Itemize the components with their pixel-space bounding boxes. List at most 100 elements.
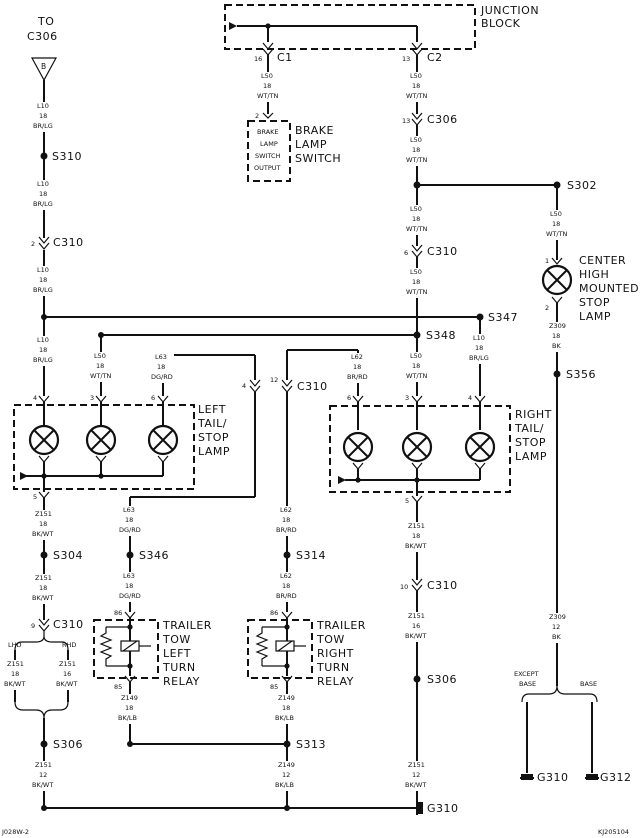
svg-text:BK/WT: BK/WT bbox=[405, 542, 426, 550]
wire-l50-r4: L50 18 WT/TN bbox=[405, 268, 429, 298]
svg-text:WT/TN: WT/TN bbox=[406, 156, 428, 164]
svg-text:L50: L50 bbox=[410, 72, 422, 80]
left-lamp-label: LEFT TAIL/ STOP LAMP bbox=[197, 403, 230, 458]
svg-text:85: 85 bbox=[114, 683, 122, 691]
svg-text:3: 3 bbox=[90, 394, 94, 402]
svg-text:16: 16 bbox=[412, 622, 420, 630]
ground-g312: G312 bbox=[600, 771, 632, 784]
ground-g310-a: G310 bbox=[537, 771, 569, 784]
svg-text:18: 18 bbox=[39, 584, 47, 592]
svg-text:9: 9 bbox=[31, 622, 35, 630]
svg-text:10: 10 bbox=[400, 583, 408, 591]
svg-text:TO: TO bbox=[37, 15, 54, 28]
wire-l10-right: L10 18 BR/LG bbox=[468, 334, 492, 364]
svg-text:TURN: TURN bbox=[162, 661, 196, 674]
wire-l50-r3: L50 18 WT/TN bbox=[405, 205, 429, 235]
svg-text:BK/LB: BK/LB bbox=[275, 714, 294, 722]
splice-s310: S310 bbox=[52, 150, 82, 163]
ground-g312-icon bbox=[585, 774, 599, 780]
wire-z151-18-right: Z151 18 BK/WT bbox=[403, 522, 431, 552]
svg-text:13: 13 bbox=[402, 117, 410, 125]
wire-z151-16-right: Z151 16 BK/WT bbox=[403, 612, 431, 642]
svg-text:STOP: STOP bbox=[198, 431, 229, 444]
svg-text:L50: L50 bbox=[261, 72, 273, 80]
connector-c310-d: C310 10 bbox=[400, 578, 457, 592]
splice-s304: S304 bbox=[53, 549, 83, 562]
ground-g310-b: G310 bbox=[427, 802, 459, 815]
svg-text:L10: L10 bbox=[37, 180, 49, 188]
right-lamp-bulb-2 bbox=[401, 431, 433, 463]
svg-text:BK/LB: BK/LB bbox=[275, 781, 294, 789]
svg-text:18: 18 bbox=[39, 112, 47, 120]
svg-text:18: 18 bbox=[552, 332, 560, 340]
base-option-split: EXCEPT BASE BASE bbox=[514, 670, 598, 703]
svg-text:BASE: BASE bbox=[580, 680, 597, 688]
wire-l62-lower-a: L62 18 BR/RD bbox=[275, 506, 299, 536]
svg-text:TRAILER: TRAILER bbox=[316, 619, 366, 632]
svg-text:3: 3 bbox=[405, 394, 409, 402]
svg-text:18: 18 bbox=[412, 532, 420, 540]
svg-text:RELAY: RELAY bbox=[317, 675, 354, 688]
svg-text:BLOCK: BLOCK bbox=[481, 17, 521, 30]
ground-g310-b-icon bbox=[416, 801, 423, 815]
svg-text:18: 18 bbox=[39, 520, 47, 528]
svg-text:18: 18 bbox=[475, 344, 483, 352]
ground-g310-a-icon bbox=[520, 774, 534, 780]
svg-text:WT/TN: WT/TN bbox=[406, 288, 428, 296]
svg-text:18: 18 bbox=[96, 362, 104, 370]
connector-c310-e: C310 9 bbox=[31, 618, 83, 632]
svg-text:18: 18 bbox=[39, 190, 47, 198]
wire-z309-18: Z309 18 BK bbox=[545, 322, 569, 352]
right-relay-box bbox=[247, 619, 313, 679]
splice-s314: S314 bbox=[296, 549, 326, 562]
svg-text:WT/TN: WT/TN bbox=[406, 92, 428, 100]
svg-text:18: 18 bbox=[412, 146, 420, 154]
svg-text:Z149: Z149 bbox=[121, 694, 138, 702]
wire-l50-r5: L50 18 WT/TN bbox=[405, 352, 429, 382]
wire-l50-switch: L50 18 WT/TN bbox=[256, 72, 280, 102]
svg-text:LAMP: LAMP bbox=[295, 138, 327, 151]
svg-text:TURN: TURN bbox=[316, 661, 350, 674]
svg-text:18: 18 bbox=[412, 278, 420, 286]
svg-text:2: 2 bbox=[255, 112, 259, 120]
wire-l10-a: L10 18 BR/LG bbox=[32, 102, 56, 132]
svg-text:BK: BK bbox=[552, 342, 561, 350]
svg-text:BK/WT: BK/WT bbox=[405, 632, 426, 640]
svg-text:LEFT: LEFT bbox=[163, 647, 191, 660]
right-lamp-box bbox=[329, 405, 511, 493]
svg-text:86: 86 bbox=[114, 609, 122, 617]
svg-text:86: 86 bbox=[270, 609, 278, 617]
wire-l50-left: L50 18 WT/TN bbox=[89, 352, 113, 382]
wire-l62-upper: L62 18 BR/RD bbox=[346, 353, 370, 383]
wire-l63-lower-a: L63 18 DG/RD bbox=[118, 506, 142, 536]
svg-text:L62: L62 bbox=[280, 506, 292, 514]
wire-z151-16-rhd: Z151 16 BK/WT bbox=[54, 660, 82, 690]
svg-text:L10: L10 bbox=[37, 102, 49, 110]
wire-l50-chmsl: L50 18 WT/TN bbox=[545, 210, 569, 240]
svg-text:BR/RD: BR/RD bbox=[276, 592, 297, 600]
svg-text:4: 4 bbox=[242, 382, 246, 390]
svg-text:18: 18 bbox=[282, 516, 290, 524]
svg-text:C310: C310 bbox=[297, 380, 328, 393]
svg-text:L63: L63 bbox=[155, 353, 167, 361]
left-lamp-bulb-3 bbox=[147, 424, 179, 456]
to-c306-label: TO C306 bbox=[27, 15, 57, 43]
splice-s348: S348 bbox=[426, 329, 456, 342]
splice-s313: S313 bbox=[296, 738, 326, 751]
svg-text:18: 18 bbox=[157, 363, 165, 371]
wire-l10-b: L10 18 BR/LG bbox=[32, 180, 56, 210]
wire-l10-d: L10 18 BR/LG bbox=[32, 336, 56, 366]
junction-block-outline bbox=[224, 4, 476, 50]
svg-text:STOP: STOP bbox=[579, 296, 610, 309]
splice-s306-a: S306 bbox=[53, 738, 83, 751]
footer-right-code: KJ205104 bbox=[598, 828, 629, 836]
svg-text:18: 18 bbox=[39, 276, 47, 284]
svg-text:L10: L10 bbox=[37, 266, 49, 274]
svg-text:BR/RD: BR/RD bbox=[347, 373, 368, 381]
connector-c2: C2 13 bbox=[402, 42, 442, 64]
left-lamp-bulb-1 bbox=[28, 424, 60, 456]
svg-text:12: 12 bbox=[552, 623, 560, 631]
svg-text:Z151: Z151 bbox=[7, 660, 24, 668]
center-stop-lamp-label: CENTER HIGH MOUNTED STOP LAMP bbox=[579, 254, 639, 323]
